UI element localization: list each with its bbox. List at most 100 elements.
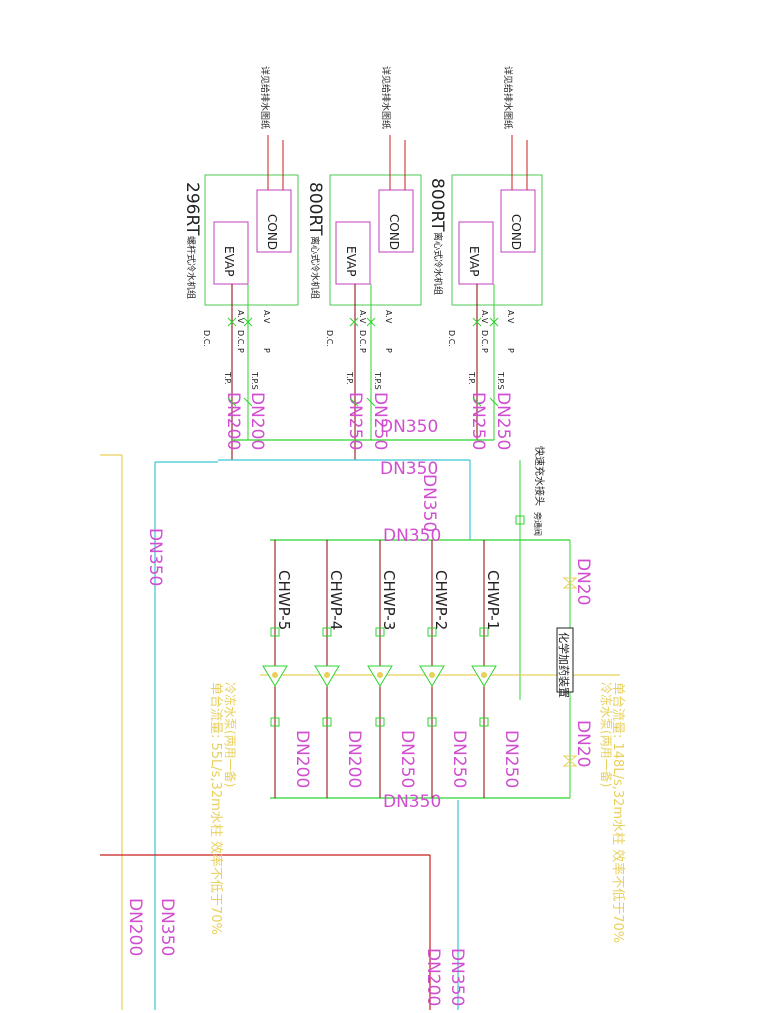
tag-tp: T.P. — [467, 371, 476, 385]
pump-group-2-spec: 单台流量: 55L/s,32m水柱 效率不低于70% — [208, 682, 224, 935]
pump-label: CHWP-3 — [380, 570, 398, 630]
tag-tps: T.P.S — [250, 371, 259, 390]
chiller-type: 螺杆式冷水机组 — [185, 236, 197, 299]
pump-center — [481, 672, 487, 678]
header-dn-top-2: DN350 — [380, 459, 438, 479]
valve-icon — [479, 717, 489, 727]
evaporator-box — [335, 221, 371, 285]
condenser-box — [500, 189, 536, 253]
tag-av: A.V — [236, 310, 245, 324]
tag-dc: D.C. — [236, 330, 245, 347]
valve-icon — [479, 627, 489, 637]
tag-tps: T.P.S — [373, 371, 382, 390]
plumbing-note: 详见给排水图纸 — [259, 66, 271, 129]
pump-label: CHWP-2 — [432, 570, 450, 630]
chiller-unit-3: COND EVAP 800RT 离心式冷水机组 详见给排水图纸 DN250 DN… — [427, 66, 543, 450]
pump-group: CHWP-1DN250CHWP-2DN250CHWP-3DN250CHWP-4D… — [262, 540, 521, 798]
right-bottom-dn-1: DN350 — [447, 948, 467, 1006]
tag-dc: D.C. — [202, 330, 211, 347]
dn-label-right: DN250 — [370, 392, 390, 450]
dn-label-right: DN200 — [247, 392, 267, 450]
chiller-outline — [329, 174, 422, 306]
pump-dn: DN200 — [344, 730, 364, 788]
valve-icon — [270, 717, 280, 727]
pump-center — [324, 672, 330, 678]
valve-icon — [270, 627, 280, 637]
condenser-label: COND — [387, 214, 401, 250]
tag-p: P — [480, 348, 489, 353]
left-bottom-dn-1: DN350 — [157, 898, 177, 956]
valve-icon — [322, 627, 332, 637]
chiller-type: 离心式冷水机组 — [432, 232, 444, 295]
pump-dn: DN250 — [397, 730, 417, 788]
tag-av: A.V — [506, 310, 515, 324]
dn-label-right: DN250 — [493, 392, 513, 450]
chiller-capacity: 800RT — [305, 182, 325, 236]
dn-label-left: DN250 — [345, 392, 365, 450]
chiller-branch-fittings — [227, 317, 499, 407]
condenser-label: COND — [265, 214, 279, 250]
chemical-dosing-box — [556, 627, 574, 693]
pump-group-1-spec: 单台流量: 148L/s,32m水柱 效率不低于70% — [610, 682, 626, 943]
pump-group-2-title: 冷冻水泵(两用一备) — [223, 682, 238, 787]
tag-p: P — [236, 348, 245, 353]
pump-label: CHWP-5 — [275, 570, 293, 630]
tag-tp: T.P. — [345, 371, 354, 385]
bypass-valve-label: 旁通阀 — [533, 512, 543, 536]
chiller-outline — [204, 174, 299, 306]
left-main-dn: DN350 — [145, 528, 165, 586]
fast-fill-connection: 快速充水接头 旁通阀 — [515, 446, 546, 700]
tag-dc: D.C. — [480, 330, 489, 347]
tag-tps: T.P.S — [496, 371, 505, 390]
condenser-box — [378, 189, 414, 253]
header-dn-vertical: DN350 — [419, 474, 439, 532]
tag-tp: T.P. — [223, 371, 232, 385]
tag-av: A.V — [480, 310, 489, 324]
right-bottom-dn-2: DN200 — [423, 948, 443, 1006]
dn-label-left: DN250 — [468, 392, 488, 450]
valve-icon — [427, 627, 437, 637]
tag-p: P — [262, 348, 271, 353]
pump-center — [377, 672, 383, 678]
header-dn-top-1: DN350 — [380, 417, 438, 437]
valve-icon — [562, 755, 578, 767]
chiller-capacity: 296RT — [182, 182, 202, 236]
pump-label: CHWP-1 — [484, 570, 502, 630]
bottom-header-dn: DN350 — [383, 792, 441, 812]
fast-fill-note: 快速充水接头 — [533, 446, 546, 506]
dn20-top: DN20 — [573, 558, 593, 605]
chiller-capacity: 800RT — [427, 178, 447, 232]
tag-p: P — [358, 348, 367, 353]
chiller-outline — [451, 174, 543, 306]
tag-av: A.V — [262, 310, 271, 324]
tag-p: P — [506, 348, 515, 353]
evaporator-box — [213, 221, 249, 285]
valve-icon — [375, 717, 385, 727]
tag-p: P — [384, 348, 393, 353]
pump-dn: DN250 — [449, 730, 469, 788]
pump-header-dn: DN350 — [383, 526, 441, 546]
chiller-unit-2: COND EVAP 800RT 离心式冷水机组 详见给排水图纸 DN250 DN… — [305, 66, 422, 460]
tag-dc: D.C. — [447, 330, 456, 347]
tag-av: A.V — [384, 310, 393, 324]
evaporator-label: EVAP — [222, 246, 236, 276]
evaporator-label: EVAP — [467, 246, 481, 276]
tag-av: A.V — [358, 310, 367, 324]
condenser-label: COND — [509, 214, 523, 250]
pump-dn: DN200 — [292, 730, 312, 788]
condenser-box — [256, 189, 292, 253]
pump-label: CHWP-4 — [327, 570, 345, 630]
tag-dc: D.C. — [325, 330, 334, 347]
valve-icon — [427, 717, 437, 727]
chiller-unit-1: COND EVAP 296RT 螺杆式冷水机组 详见给排水图纸 DN200 DN… — [182, 66, 299, 460]
pump-center — [429, 672, 435, 678]
dn20-bottom: DN20 — [573, 720, 593, 767]
supply-return-headers — [100, 439, 494, 1010]
